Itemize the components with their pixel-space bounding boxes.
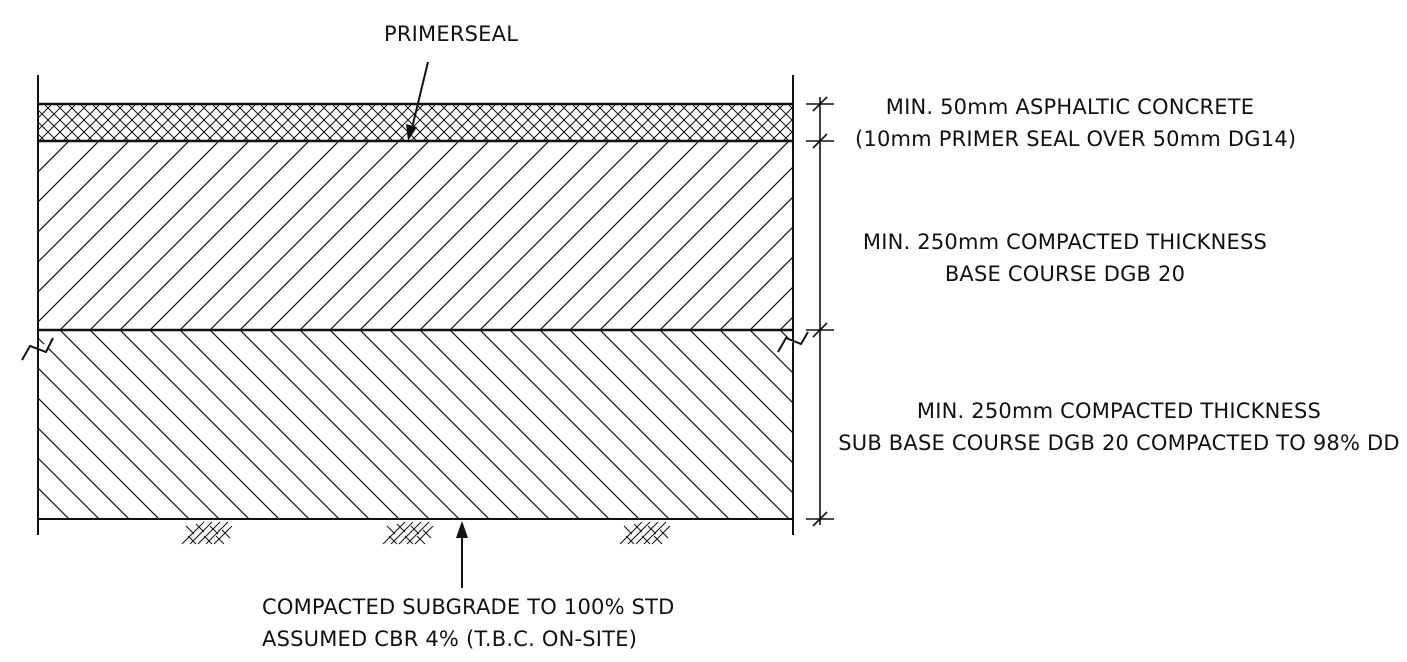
section-outline	[37, 75, 794, 535]
base-course-layer	[38, 141, 793, 330]
subgrade-label-line2: ASSUMED CBR 4% (T.B.C. ON-SITE)	[262, 627, 638, 651]
primerseal-label: PRIMERSEAL	[384, 22, 519, 46]
dimension-line	[806, 96, 834, 527]
primerseal-leader-arrow	[406, 61, 429, 141]
asphalt-label-line1: MIN. 50mm ASPHALTIC CONCRETE	[885, 95, 1255, 119]
sub-base-course-layer	[38, 330, 793, 519]
break-symbol-right	[777, 331, 809, 353]
subgrade-leader-arrow	[456, 521, 468, 588]
subgrade-earth-symbols	[181, 521, 671, 545]
base-course-label-line1: MIN. 250mm COMPACTED THICKNESS	[862, 230, 1268, 254]
asphalt-label-line2: (10mm PRIMER SEAL OVER 50mm DG14)	[855, 127, 1297, 151]
subgrade-label-line1: COMPACTED SUBGRADE TO 100% STD	[262, 595, 675, 619]
break-symbol-left	[21, 337, 54, 361]
base-course-label-line2: BASE COURSE DGB 20	[944, 262, 1186, 286]
sub-base-label-line2: SUB BASE COURSE DGB 20 COMPACTED TO 98% …	[838, 431, 1400, 455]
sub-base-label-line1: MIN. 250mm COMPACTED THICKNESS	[916, 399, 1322, 423]
